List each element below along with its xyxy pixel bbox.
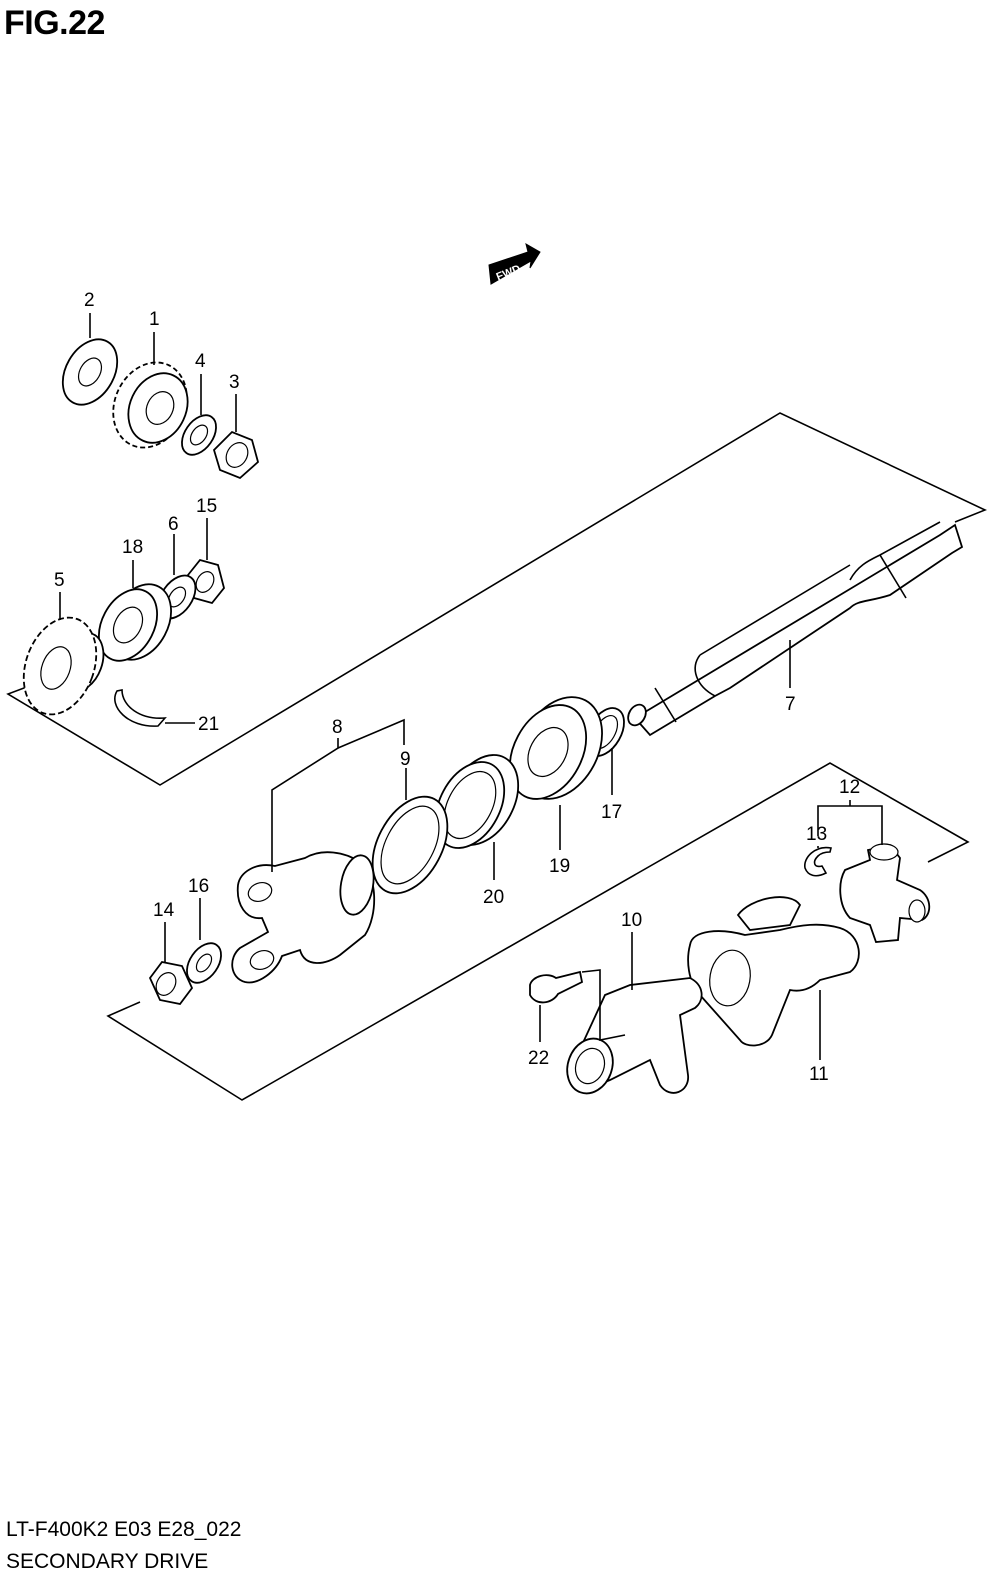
group-outline-upper [6,412,988,786]
callout-1: 1 [149,309,160,330]
part-7-shaft [627,521,964,737]
part-15-nut [187,558,225,605]
section-name-label: SECONDARY DRIVE [6,1550,209,1573]
callout-13: 13 [806,824,827,845]
callout-10: 10 [621,910,642,931]
callout-labels: 2 1 4 3 15 6 18 5 21 7 8 9 17 19 20 12 1… [54,290,860,1085]
callout-19: 19 [549,856,570,877]
callout-22: 22 [528,1048,549,1069]
part-10-companion-flange [566,977,703,1095]
part-2-washer [61,338,119,406]
part-19-bearing [508,696,603,800]
fwd-arrow-icon: FWD [488,242,541,285]
callout-3: 3 [229,372,240,393]
part-21-circlip [114,689,167,727]
leader-lines [59,313,883,1060]
callout-15: 15 [196,496,217,517]
part-20-seal [434,754,520,849]
callout-8: 8 [332,717,343,738]
part-18-bearing [98,583,172,662]
callout-14: 14 [153,900,175,921]
part-9-seal [371,795,449,895]
callout-17: 17 [601,802,622,823]
callout-6: 6 [168,514,179,535]
callout-16: 16 [188,876,209,897]
callout-5: 5 [54,570,65,591]
callout-9: 9 [400,749,411,770]
part-22-bolt [529,970,584,1004]
callout-11: 11 [809,1064,829,1085]
model-code-label: LT-F400K2 E03 E28_022 [6,1518,242,1541]
part-1-bevel-gear [112,361,189,449]
part-8-drive-yoke [231,851,376,984]
callout-12: 12 [839,777,860,798]
callout-2: 2 [84,290,95,311]
callout-20: 20 [483,887,504,908]
callout-4: 4 [195,351,206,372]
callout-18: 18 [122,537,143,558]
callout-7: 7 [785,694,796,715]
part-3-nut [212,430,260,480]
callout-21: 21 [198,714,219,735]
part-11-flange-yoke [687,896,860,1047]
part-16-washer [186,942,222,984]
part-5-bevel-gear [22,616,105,716]
part-14-nut [148,961,194,1005]
group-outline-lower [106,762,970,1101]
part-13-circlip [804,846,832,877]
part-12-universal-joint [839,843,931,943]
part-4-washer [181,414,217,456]
figure-title: FIG.22 [4,4,105,42]
